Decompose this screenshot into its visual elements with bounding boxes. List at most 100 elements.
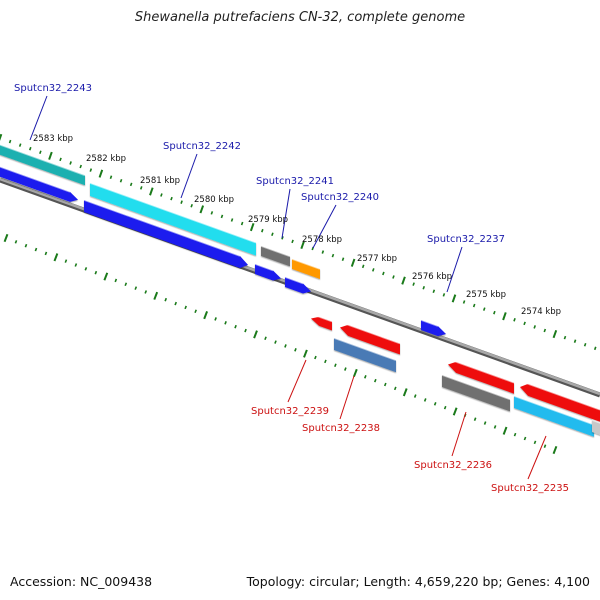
gene-features	[0, 143, 600, 437]
scale-tick	[244, 328, 247, 333]
gene-label-reverse[interactable]: Sputcn32_2235	[491, 483, 569, 494]
scale-tick	[341, 257, 345, 261]
scale-tick	[94, 270, 98, 275]
scale-tick	[3, 233, 9, 243]
kbp-label: 2581 kbp	[140, 176, 180, 186]
scale-tick	[364, 375, 367, 379]
gene-label-reverse[interactable]: Sputcn32_2239	[251, 406, 329, 417]
scale-tick	[300, 240, 305, 250]
scale-tick	[44, 251, 48, 256]
scale-tick	[199, 205, 205, 214]
scale-tick	[423, 398, 427, 402]
gene-label-forward[interactable]: Sputcn32_2243	[14, 83, 92, 94]
gene-sputcn32-2236-red[interactable]	[447, 358, 515, 394]
scale-tick	[552, 445, 558, 455]
scale-tick	[472, 303, 476, 308]
scale-tick	[194, 309, 197, 314]
scale-tick	[184, 305, 187, 310]
kbp-label: 2577 kbp	[357, 254, 397, 264]
scale-tick	[452, 407, 458, 416]
scale-tick	[253, 330, 258, 339]
kbp-label: 2580 kbp	[194, 195, 234, 205]
scale-tick	[350, 258, 356, 267]
scale-tick	[129, 182, 133, 187]
leader-line	[446, 246, 463, 293]
scale-tick	[139, 186, 143, 190]
scale-tick	[433, 402, 437, 406]
gene-label-forward[interactable]: Sputcn32_2242	[163, 141, 241, 152]
kbp-label: 2576 kbp	[412, 272, 452, 282]
scale-tick	[334, 363, 337, 368]
scale-tick	[543, 444, 547, 448]
gene-sputcn32-2236[interactable]	[441, 374, 511, 412]
scale-tick	[361, 264, 365, 269]
gene-sputcn32-2242-upper[interactable]	[89, 182, 257, 256]
scale-tick	[103, 272, 109, 281]
scale-tick	[593, 346, 597, 351]
scale-tick	[422, 285, 426, 290]
gene-label-forward[interactable]: Sputcn32_2241	[256, 176, 334, 187]
gene-sputcn32-2238[interactable]	[333, 337, 397, 373]
scale-tick	[383, 382, 387, 387]
gene-sputcn32-2243-upper[interactable]	[0, 143, 86, 186]
scale-tick	[482, 307, 486, 311]
kbp-label: 2579 kbp	[248, 215, 288, 225]
scale-tick	[79, 164, 82, 169]
gene-label-reverse[interactable]: Sputcn32_2238	[302, 423, 380, 434]
scale-tick	[451, 294, 457, 303]
gene-sputcn32-2243[interactable]	[0, 165, 78, 202]
scale-tick	[513, 318, 516, 322]
scale-tick	[224, 321, 227, 325]
leader-line	[339, 375, 355, 420]
scale-tick	[149, 187, 154, 196]
scale-tick	[264, 336, 267, 341]
scale-tick	[402, 388, 408, 397]
label-leader-lines	[29, 95, 547, 480]
scale-tick	[294, 348, 297, 352]
inner-tick-track	[3, 233, 558, 455]
scale-tick	[69, 161, 72, 165]
scale-tick	[240, 221, 244, 226]
gene-sputcn32-2240-block[interactable]	[291, 258, 321, 280]
scale-tick	[523, 321, 526, 326]
scale-tick	[533, 440, 537, 445]
scale-tick	[14, 240, 18, 244]
gene-sputcn32-2242[interactable]	[83, 199, 248, 269]
gene-edge-feature[interactable]	[591, 419, 600, 437]
gene-sputcn32-2241[interactable]	[260, 245, 291, 267]
gene-sputcn32-2241b[interactable]	[254, 263, 281, 281]
scale-tick	[59, 157, 62, 162]
scale-tick	[48, 151, 53, 160]
scale-tick	[274, 340, 277, 344]
scale-tick	[144, 290, 148, 294]
gene-sputcn32-2238-red[interactable]	[339, 321, 401, 355]
gene-sputcn32-2239[interactable]	[310, 313, 333, 331]
scale-tick	[271, 232, 274, 237]
gene-sputcn32-2240[interactable]	[284, 276, 311, 294]
scale-tick	[98, 169, 104, 178]
scale-tick	[502, 312, 507, 321]
scale-tick	[443, 405, 447, 410]
scale-tick	[220, 214, 224, 219]
scale-tick	[382, 271, 385, 276]
scale-tick	[523, 436, 527, 441]
gene-sputcn32-2235[interactable]	[513, 395, 595, 437]
scale-tick	[314, 355, 317, 360]
gene-label-forward[interactable]: Sputcn32_2237	[427, 234, 505, 245]
gene-label-forward[interactable]: Sputcn32_2240	[301, 192, 379, 203]
kbp-label: 2575 kbp	[466, 290, 506, 300]
scale-tick	[124, 282, 128, 287]
scale-tick	[160, 193, 163, 197]
gene-label-reverse[interactable]: Sputcn32_2236	[414, 460, 492, 471]
leader-line	[180, 153, 198, 199]
scale-tick	[412, 282, 415, 286]
leader-line	[312, 204, 337, 249]
scale-tick	[462, 300, 466, 304]
gene-sputcn32-2235-red[interactable]	[519, 380, 600, 422]
scale-tick	[174, 301, 178, 306]
scale-tick	[153, 291, 159, 300]
gene-sputcn32-2237[interactable]	[420, 319, 446, 337]
scale-tick	[583, 342, 587, 347]
